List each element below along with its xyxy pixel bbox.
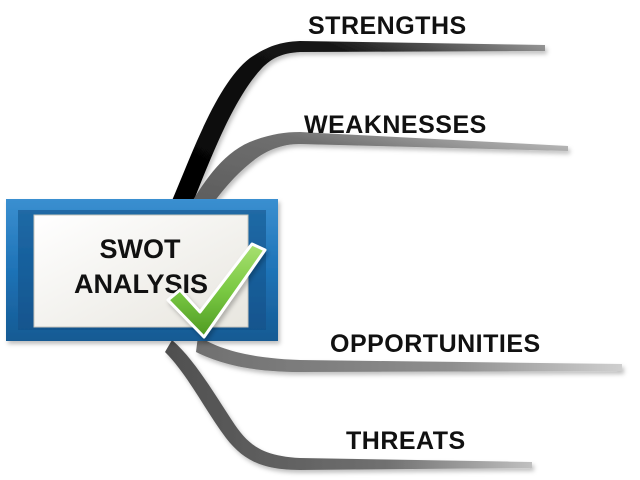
center-title-line2: ANALYSIS [74,269,208,299]
branch-label-weaknesses: WEAKNESSES [304,111,487,139]
opportunities-branch [196,336,622,372]
center-title-line1: SWOT [100,234,181,264]
checkmark-icon [166,242,267,339]
branch-label-opportunities: OPPORTUNITIES [330,330,541,358]
branch-label-strengths: STRENGTHS [308,12,467,40]
branch-label-threats: THREATS [346,427,466,455]
